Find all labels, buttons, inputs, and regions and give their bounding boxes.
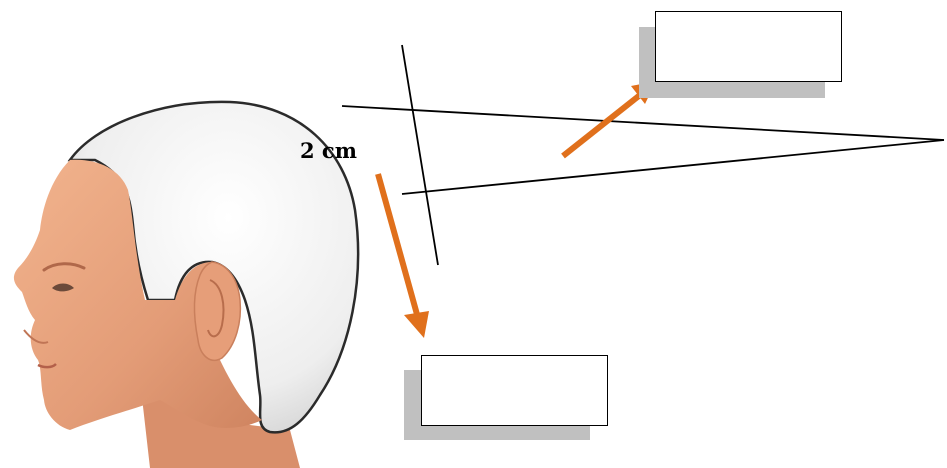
orange-arrowhead-down [404,311,429,338]
upper-label-box [655,11,842,82]
upper-converging-line [342,106,944,140]
orange-arrow-up [563,95,640,156]
lower-converging-line [402,140,944,194]
lower-label-box [421,355,608,426]
orange-arrow-down [378,174,418,318]
vertical-reference-line [402,45,438,265]
arrows [378,81,656,338]
measurement-label: 2 cm [300,138,357,163]
ear [195,262,241,360]
